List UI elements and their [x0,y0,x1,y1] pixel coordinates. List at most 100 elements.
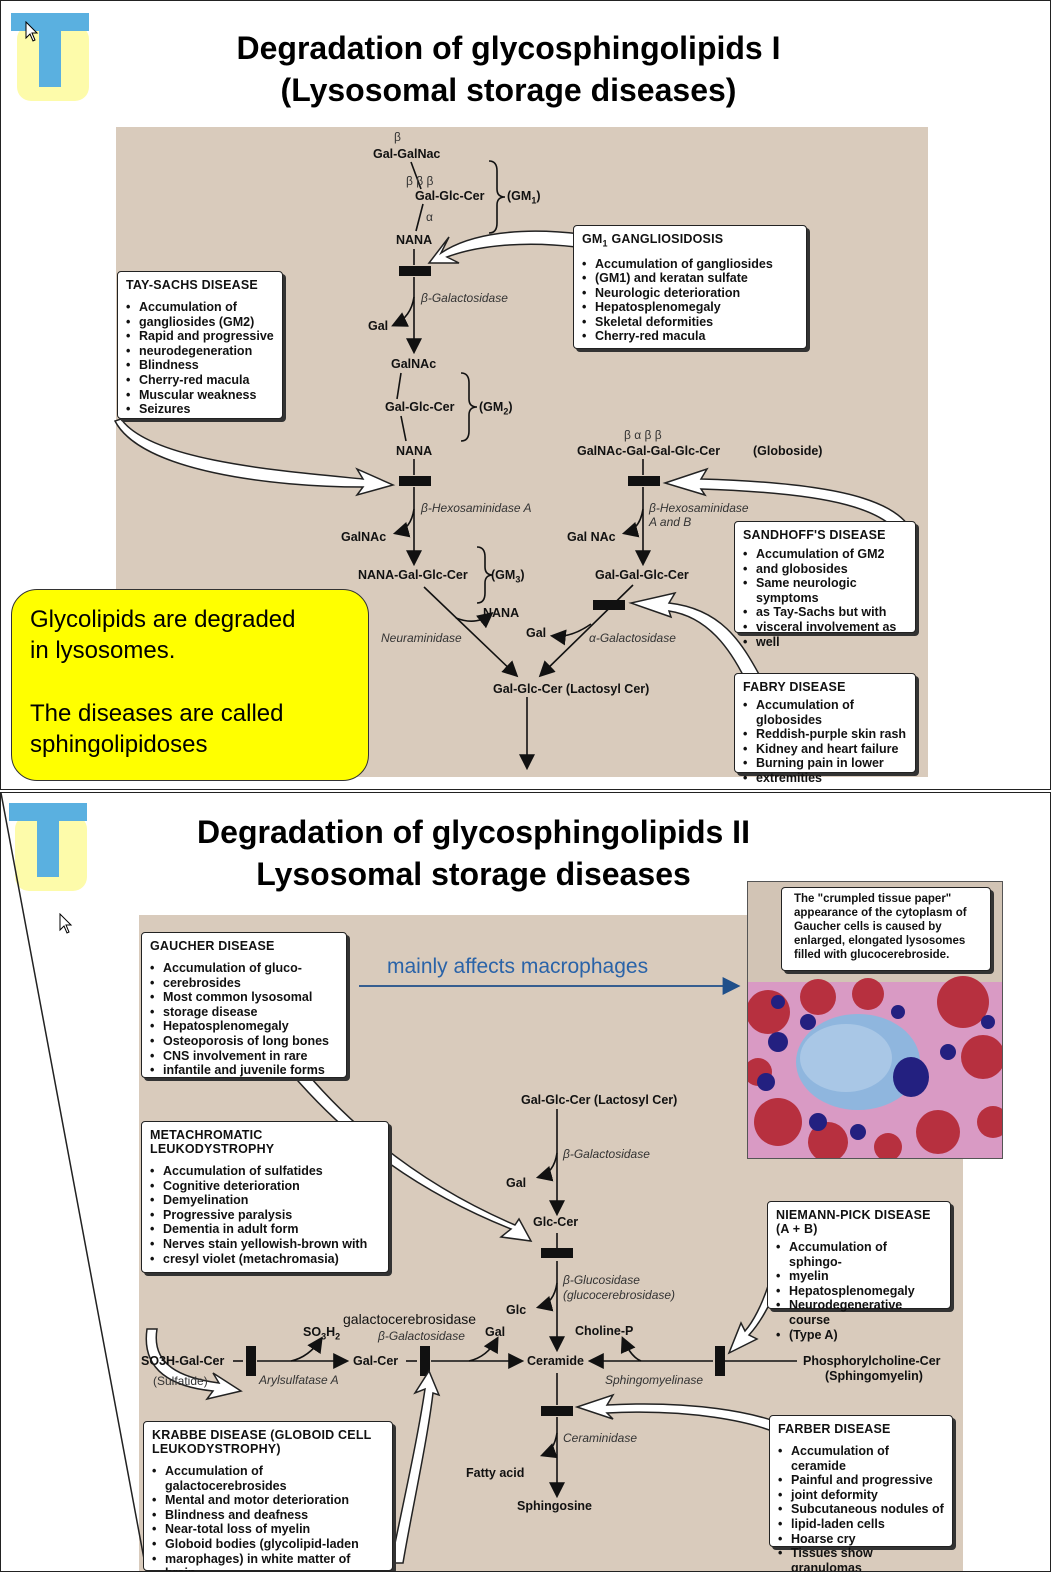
nana-gal-glc-cer-label: NANA-Gal-Glc-Cer [358,568,468,582]
slide-2-title-line1: Degradation of glycosphingolipids II [197,814,750,850]
pathway-lines-2 [1,793,903,1571]
slide-1-title: Degradation of glycosphingolipids I (Lys… [151,27,866,111]
niemann-pick-heading: NIEMANN-PICK DISEASE(A + B) [776,1208,931,1236]
sphingosine-label: Sphingosine [517,1499,592,1513]
gal-2-label: Gal [485,1325,506,1339]
list-item: CNS involvement in rare [150,1049,338,1064]
beta-galactosidase-label: β-Galactosidase [563,1147,650,1161]
gal-2-label: Gal [526,626,547,640]
gaucher-disease-box: GAUCHER DISEASE Accumulation of gluco- c… [141,932,347,1078]
alpha-label: α [426,210,433,224]
so3h2-label: SO3H2 [303,1325,341,1342]
list-item: cresyl violet (metachromasia) [150,1252,380,1267]
list-item: Accumulation of GM2 [743,547,907,562]
alpha-galactosidase-label: α-Galactosidase [589,631,676,645]
macrophage-note: mainly affects macrophages [387,955,649,978]
list-item: Kidney and heart failure [743,742,907,757]
micrograph-caption: The "crumpled tissue paper" appearance o… [781,887,991,971]
list-item: Accumulation of [126,300,274,315]
gaucher-heading: GAUCHER DISEASE [150,939,275,953]
lactosyl-cer-label: Gal-Glc-Cer (Lactosyl Cer) [493,682,650,696]
list-item: Globoid bodies (glycolipid-laden [152,1537,384,1552]
nana-3-label: NANA [483,606,520,620]
list-item: Accumulation of gangliosides [582,257,798,272]
gal-galnac-label: Gal-GalNac [373,147,441,161]
slide-1: Degradation of glycosphingolipids I (Lys… [0,0,1051,790]
list-item: Muscular weakness [126,388,274,403]
list-item: well [743,635,907,650]
list-item: (Type A) [776,1328,942,1343]
list-item: extremities [743,771,907,786]
globoside-label: (Globoside) [753,444,823,458]
ceramide-label: Ceramide [527,1354,584,1368]
gal-cer-label: Gal-Cer [353,1354,399,1368]
list-item: Accumulation of sulfatides [150,1164,380,1179]
beta-galactosidase-label: β-Galactosidase [421,291,508,305]
note-line-4: sphingolipidoses [30,731,208,758]
galnac-1-label: GalNAc [391,357,437,371]
list-item: and globosides [743,562,907,577]
slide-1-title-line1: Degradation of glycosphingolipids I [236,30,781,66]
beta-label: β [394,130,401,144]
list-item: Most common lysosomal [150,990,338,1005]
note-line-1: Glycolipids are degraded [30,606,296,633]
fabry-disease-box: FABRY DISEASE Accumulation of globosides… [734,673,916,785]
glycolipid-note: Glycolipids are degraded in lysosomes. T… [11,589,369,781]
gm2-label: (GM2) [479,400,513,417]
list-item: lipid-laden cells [778,1517,944,1532]
slide-1-title-line2: (Lysosomal storage diseases) [280,72,737,108]
beta-gm1-label: β β β [406,174,434,188]
list-item: Near-total loss of myelin [152,1522,384,1537]
tay-sachs-heading: TAY-SACHS DISEASE [126,278,258,292]
globoside-chain-label: GalNAc-Gal-Gal-Glc-Cer [577,444,721,458]
niemann-pick-box: NIEMANN-PICK DISEASE(A + B) Accumulation… [767,1201,951,1342]
list-item: Hepatosplenomegaly [150,1019,338,1034]
beta-galactosidase-2-label: β-Galactosidase [378,1329,465,1343]
list-item: Demyelination [150,1193,380,1208]
lactosyl-cer-label: Gal-Glc-Cer (Lactosyl Cer) [521,1093,678,1107]
list-item: Cherry-red macula [126,373,274,388]
list-item: Accumulation of gluco- [150,961,338,976]
list-item: (GM1) and keratan sulfate [582,271,798,286]
list-item: Neurodegenerative course [776,1298,942,1327]
list-item: Accumulation of ceramide [778,1444,944,1473]
glc-cer-label: Glc-Cer [533,1215,579,1229]
list-item: Burning pain in lower [743,756,907,771]
list-item: Rapid and progressive [126,329,274,344]
list-item: marophages) in white matter of brain [152,1552,384,1571]
sandhoffs-disease-box: SANDHOFF'S DISEASE Accumulation of GM2 a… [734,521,916,649]
gal-nac-right-label: Gal NAc [567,530,616,544]
list-item: gangliosides (GM2) [126,315,274,330]
list-item: Same neurologic symptoms [743,576,907,605]
list-item: Blindness [126,358,274,373]
beta-glucosidase-label: β-Glucosidase(glucocerebrosidase) [563,1273,676,1302]
mouse-pointer-icon [59,913,73,934]
beta-hexosaminidase-a-label: β-Hexosaminidase A [421,501,532,515]
list-item: storage disease [150,1005,338,1020]
list-item: infantile and juvenile forms [150,1063,338,1078]
mouse-pointer-icon [25,21,39,42]
list-item: Accumulation of globosides [743,698,907,727]
farber-heading: FARBER DISEASE [778,1422,891,1436]
neuraminidase-label: Neuraminidase [381,631,462,645]
list-item: Progressive paralysis [150,1208,380,1223]
sulfatide-label: (Sulfatide) [153,1374,208,1388]
gal-1-label: Gal [368,319,389,333]
micrograph-image [748,976,1002,1158]
tu-logo-icon [11,13,89,101]
gm1-box-heading: GM1 GANGLIOSIDOSIS [582,232,724,249]
note-line-3: The diseases are called [30,700,284,727]
tu-logo-icon [9,803,87,891]
list-item: Tissues show granulomas [778,1546,944,1571]
ceraminidase-label: Ceraminidase [563,1431,638,1445]
gm3-label: (GM3) [491,568,525,585]
nana-2-label: NANA [396,444,433,458]
so3h-gal-cer-label: SO3H-Gal-Cer [141,1354,225,1368]
gal-1-label: Gal [506,1176,527,1190]
list-item: Subcutaneous nodules of [778,1502,944,1517]
list-item: visceral involvement as [743,620,907,635]
list-item: Blindness and deafness [152,1508,384,1523]
